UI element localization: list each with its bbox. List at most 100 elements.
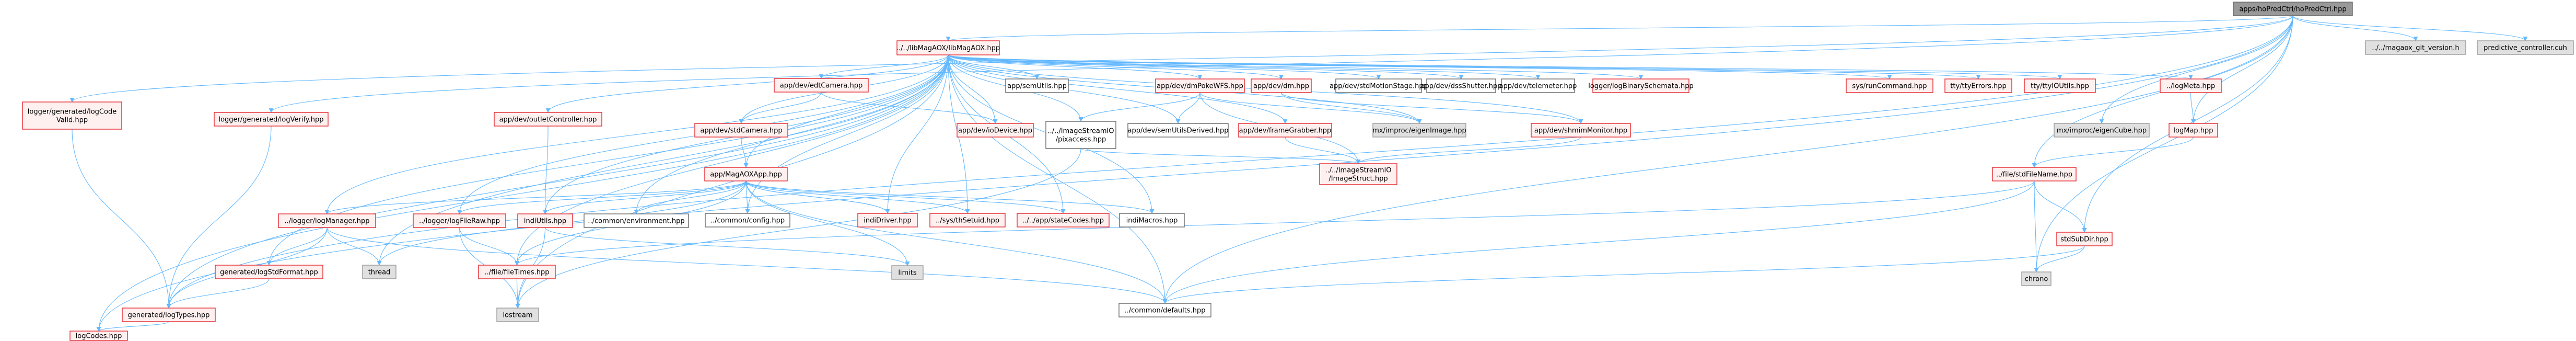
node-indiUtils[interactable]: indiUtils.hpp <box>517 213 573 228</box>
node-logMeta[interactable]: ../logMeta.hpp <box>2160 78 2222 93</box>
node-shmim[interactable]: app/dev/shmimMonitor.hpp <box>1531 123 1631 138</box>
edge-root-to-chrono <box>2034 15 2293 272</box>
edge-lib-to-ioDevice <box>948 54 998 124</box>
edge-magApp-to-logFileRaw <box>457 180 747 214</box>
node-box <box>2024 78 2096 93</box>
node-logFileRaw[interactable]: ../logger/logFileRaw.hpp <box>413 213 506 228</box>
node-label: app/dev/ioDevice.hpp <box>958 127 1032 135</box>
node-defaults[interactable]: ../common/defaults.hpp <box>1118 303 1211 317</box>
node-stdSubDir[interactable]: stdSubDir.hpp <box>2056 232 2113 246</box>
node-box <box>1155 78 1245 93</box>
edge-lib-to-logMeta <box>948 54 2193 79</box>
node-ioDevice[interactable]: app/dev/ioDevice.hpp <box>957 123 1034 138</box>
edge-lib-to-logTypes <box>166 54 949 309</box>
node-indiDriver[interactable]: indiDriver.hpp <box>857 213 918 228</box>
node-box <box>22 101 122 130</box>
node-dmPoke[interactable]: app/dev/dmPokeWFS.hpp <box>1155 78 1245 93</box>
node-ttyIO[interactable]: tty/ttyIOUtils.hpp <box>2024 78 2096 93</box>
node-box <box>584 213 689 228</box>
node-box <box>774 78 869 93</box>
node-logMap[interactable]: logMap.hpp <box>2169 123 2218 138</box>
node-outlet[interactable]: app/dev/outletController.hpp <box>494 112 602 127</box>
node-pixaccess[interactable]: ../../ImageStreamIO/pixaccess.hpp <box>1045 121 1116 149</box>
node-root[interactable]: apps/hoPredCtrl/hoPredCtrl.hpp <box>2233 2 2353 16</box>
node-box <box>1944 78 2012 93</box>
edge-logStdFormat-to-logTypes <box>166 278 270 309</box>
node-logManager[interactable]: ../logger/logManager.hpp <box>278 213 376 228</box>
node-label: ../../ImageStreamIO <box>1047 128 1114 135</box>
node-gitver[interactable]: ../../magaox_git_version.h <box>2365 40 2466 55</box>
edge-dmPoke-to-pixaccess <box>1078 92 1200 122</box>
node-label: thread <box>368 269 391 277</box>
node-telemeter[interactable]: app/dev/telemeter.hpp <box>1499 78 1577 93</box>
node-semUtils[interactable]: app/semUtils.hpp <box>1005 78 1069 93</box>
node-fileTimes[interactable]: ../file/fileTimes.hpp <box>478 265 556 279</box>
node-box <box>2056 232 2113 246</box>
node-box <box>1127 123 1229 138</box>
edge-lib-to-logBin <box>948 54 1643 79</box>
edge-stdCam-to-magApp <box>741 137 749 168</box>
node-label: chrono <box>2025 276 2048 283</box>
node-logStdFormat[interactable]: generated/logStdFormat.hpp <box>215 265 323 279</box>
node-box <box>517 213 573 228</box>
node-config[interactable]: ../common/config.hpp <box>705 213 790 228</box>
node-logTypes[interactable]: generated/logTypes.hpp <box>122 308 216 322</box>
node-environment[interactable]: ../common/environment.hpp <box>584 213 689 228</box>
node-label: ../file/stdFileName.hpp <box>1996 171 2072 179</box>
edge-lib-to-dssShutter <box>948 54 1464 79</box>
node-runCmd[interactable]: sys/runCommand.hpp <box>1846 78 1933 93</box>
node-eigenImage[interactable]: mx/improc/eigenImage.hpp <box>1372 123 1466 138</box>
node-chrono[interactable]: chrono <box>2021 271 2052 286</box>
node-semDerived[interactable]: app/dev/semUtilsDerived.hpp <box>1127 123 1229 138</box>
node-label: stdSubDir.hpp <box>2060 236 2108 244</box>
node-predctl[interactable]: predictive_controller.cuh <box>2477 40 2574 55</box>
node-ttyErr[interactable]: tty/ttyErrors.hpp <box>1944 78 2012 93</box>
node-edtCam[interactable]: app/dev/edtCamera.hpp <box>774 78 869 93</box>
node-thread[interactable]: thread <box>362 265 397 279</box>
nodes-layer: apps/hoPredCtrl/hoPredCtrl.hpp ../../libM… <box>22 2 2574 341</box>
node-thSetuid[interactable]: ../sys/thSetuid.hpp <box>929 213 1006 228</box>
node-label: app/dev/telemeter.hpp <box>1499 83 1577 90</box>
node-box <box>2021 271 2052 286</box>
node-box <box>704 167 788 181</box>
node-box <box>705 213 790 228</box>
node-label: ../common/environment.hpp <box>588 218 684 225</box>
node-logCodes[interactable]: logCodes.hpp <box>69 331 128 341</box>
edge-lib-to-logCodes <box>96 54 949 332</box>
node-dm[interactable]: app/dev/dm.hpp <box>1251 78 1312 93</box>
edge-lib-to-config <box>745 54 949 214</box>
node-stdMotion[interactable]: app/dev/stdMotionStage.hpp <box>1330 78 1428 93</box>
node-stateCodes[interactable]: ../../app/stateCodes.hpp <box>1017 213 1110 228</box>
edge-lib-to-indiDriver <box>885 54 949 214</box>
edges-layer <box>70 15 2528 332</box>
node-limits[interactable]: limits <box>891 265 924 280</box>
node-box <box>1846 78 1933 93</box>
node-box <box>1531 123 1631 138</box>
edge-dmPoke-to-semDerived <box>1175 92 1200 124</box>
node-box <box>413 213 506 228</box>
node-indiMacros[interactable]: indiMacros.hpp <box>1119 213 1185 228</box>
edge-indiUtils-to-limits <box>544 227 910 266</box>
node-label: app/dev/stdMotionStage.hpp <box>1330 83 1428 90</box>
node-eigenCube[interactable]: mx/improc/eigenCube.hpp <box>2054 123 2150 138</box>
edge-stdFileName-to-chrono <box>2034 180 2039 272</box>
node-label: ../logger/logManager.hpp <box>285 218 370 225</box>
node-label: sys/runCommand.hpp <box>1852 83 1927 90</box>
node-stdCam[interactable]: app/dev/stdCamera.hpp <box>694 123 788 138</box>
node-lib[interactable]: ../../libMagAOX/libMagAOX.hpp <box>896 40 1000 55</box>
node-label: generated/logTypes.hpp <box>128 312 210 320</box>
node-magApp[interactable]: app/MagAOXApp.hpp <box>704 167 788 181</box>
node-iostream[interactable]: iostream <box>496 308 539 322</box>
node-box <box>214 112 329 127</box>
node-imgStruct[interactable]: ../../ImageStreamIO/ImageStruct.hpp <box>1319 163 1397 185</box>
edge-logVerify-to-logTypes <box>166 126 272 309</box>
node-frameGrab[interactable]: app/dev/frameGrabber.hpp <box>1238 123 1332 138</box>
edge-magApp-to-thSetuid <box>745 180 970 214</box>
node-dssShutter[interactable]: app/dev/dssShutter.hpp <box>1421 78 1502 93</box>
node-logBin[interactable]: logger/logBinarySchemata.hpp <box>1588 78 1694 93</box>
node-logVerify[interactable]: logger/generated/logVerify.hpp <box>214 112 329 127</box>
edge-stdFileName-to-fileTimes <box>515 180 2035 266</box>
node-box <box>1005 78 1069 93</box>
node-stdFileName[interactable]: ../file/stdFileName.hpp <box>1992 167 2077 181</box>
